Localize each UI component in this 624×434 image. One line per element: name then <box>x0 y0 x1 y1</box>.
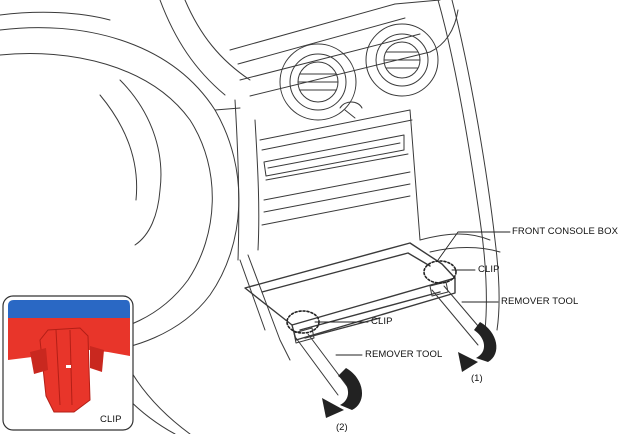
front-console-box <box>244 242 456 341</box>
remover-tool-center <box>293 327 351 396</box>
center-stack <box>259 101 421 241</box>
rotation-arrow-1 <box>458 322 497 372</box>
air-vent-right <box>365 23 439 97</box>
label-front-console-box: FRONT CONSOLE BOX <box>512 226 619 237</box>
label-remover-tool-center: REMOVER TOOL <box>365 349 443 360</box>
label-clip-center: CLIP <box>371 316 393 327</box>
lower-panel <box>239 233 501 361</box>
label-clip-inset: CLIP <box>100 414 122 425</box>
label-step-1: (1) <box>471 373 483 384</box>
label-remover-tool-right: REMOVER TOOL <box>501 296 579 307</box>
label-step-2: (2) <box>336 422 348 433</box>
air-vent-left <box>279 43 357 121</box>
label-clip-right: CLIP <box>478 264 500 275</box>
clip-detail-inset <box>2 295 134 431</box>
rotation-arrow-2 <box>322 368 363 418</box>
